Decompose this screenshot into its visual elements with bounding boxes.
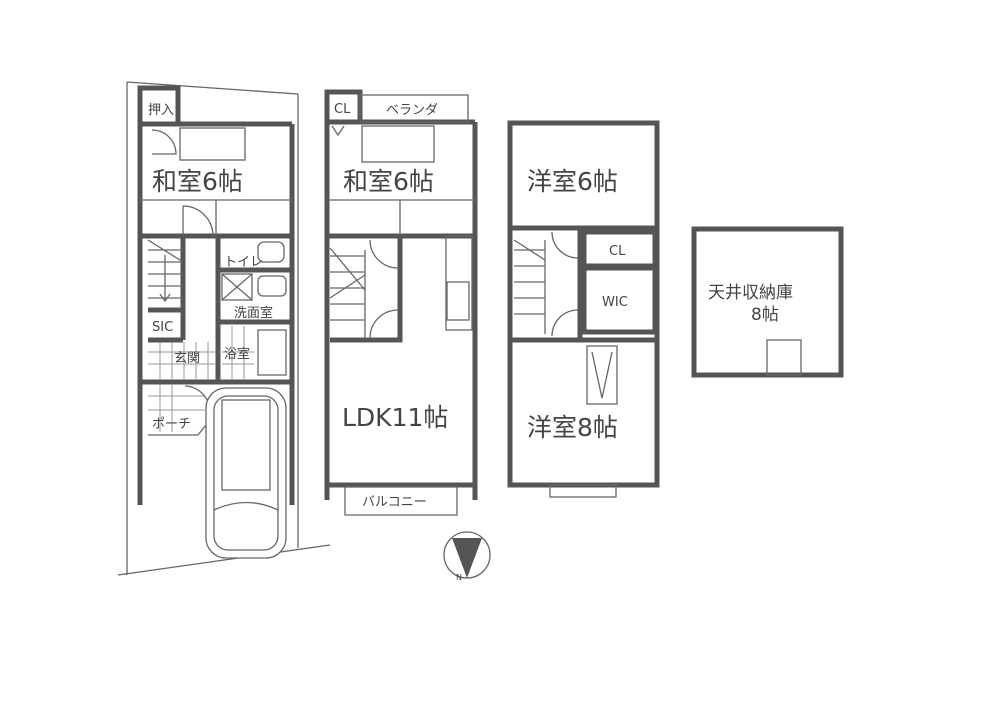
stairs [329,247,366,338]
room-label-genkan: 玄関 [174,351,200,366]
floor-2-plan: CL ベランダ 和室6帖 LDK11帖 バルコニー [324,89,478,516]
stairs [513,239,546,334]
room-label-oshiire: 押入 [148,103,174,118]
bathtub [257,329,287,376]
site-boundary [117,81,331,576]
room-label-senmenjo: 洗面室 [234,305,273,321]
washing-machine [221,273,253,301]
north-compass-icon: N [443,531,491,582]
stairs [147,239,184,303]
car-icon [205,387,287,559]
room-label-wic: WIC [602,295,628,310]
room-label-attic-size: 8帖 [751,305,779,325]
floor-1-plan: 押入 和室6帖 トイレ 洗面室 SIC 玄関 浴室 ポーチ [117,81,331,576]
room-label-veranda: ベランダ [386,103,438,118]
kitchen-counter [445,235,473,331]
room-label-balcony: バルコニー [362,495,427,510]
floor-tiles [148,326,254,432]
floor-1-walls [137,85,295,505]
room-label-attic: 天井収納庫 [708,283,793,303]
room-label-ldk: LDK11帖 [342,403,448,432]
closet-unit [586,345,618,405]
wash-basin [257,275,287,297]
room-label-yoshitsu-6: 洋室6帖 [527,167,618,196]
kitchen-sink [446,281,470,321]
room-label-porch: ポーチ [152,417,191,432]
compass-label: N [456,573,462,582]
room-label-washitsu-2f: 和室6帖 [343,167,434,196]
room-label-toilet: トイレ [224,255,263,270]
room-label-washitsu-1f: 和室6帖 [152,167,243,196]
room-label-cl-2f: CL [334,102,351,117]
room-label-yoshitsu-8: 洋室8帖 [527,413,618,442]
room-label-yokushitsu: 浴室 [224,346,250,362]
room-label-sic: SIC [152,320,173,335]
room-label-cl-3f: CL [609,244,626,259]
toilet-fixture [257,241,285,263]
floor-3-plan: 洋室6帖 CL WIC 洋室8帖 [507,120,660,498]
attic-storage-plan: 天井収納庫 8帖 [691,226,844,378]
